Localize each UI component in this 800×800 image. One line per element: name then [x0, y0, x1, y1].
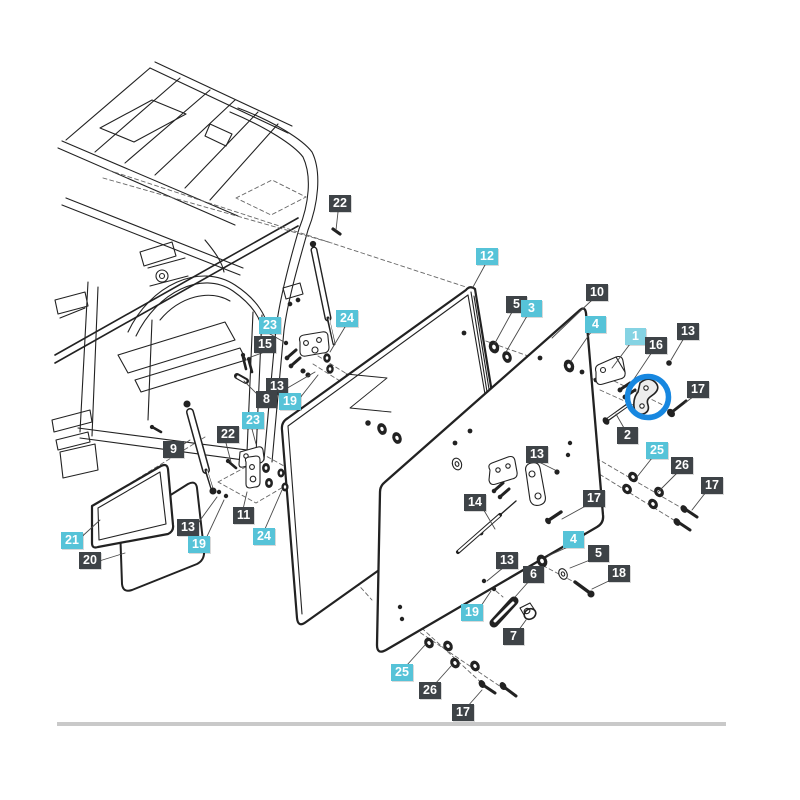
lower-hinge-cluster	[225, 446, 289, 492]
striker-cluster	[594, 355, 688, 425]
part-label-4[interactable]: 4	[563, 531, 584, 548]
part-label-13[interactable]: 13	[177, 519, 199, 536]
footer-rule	[57, 722, 726, 726]
part-label-25[interactable]: 25	[646, 442, 668, 459]
part-label-19[interactable]: 19	[461, 604, 483, 621]
part-label-13[interactable]: 13	[496, 552, 518, 569]
part-label-14[interactable]: 14	[464, 494, 486, 511]
grommet-cluster-top	[365, 340, 575, 471]
part-label-3[interactable]: 3	[521, 300, 542, 317]
part-label-22[interactable]: 22	[329, 195, 351, 212]
cab-frame-sketch	[51, 61, 319, 479]
part-label-2[interactable]: 2	[617, 427, 638, 444]
gas-strut-9	[149, 400, 217, 495]
part-label-21[interactable]: 21	[61, 532, 83, 549]
upper-hinge-cluster	[234, 331, 334, 384]
part-label-18[interactable]: 18	[608, 565, 630, 582]
handle-cluster	[489, 554, 595, 628]
part-label-11[interactable]: 11	[233, 507, 255, 524]
glass-holes	[216, 330, 672, 622]
bottom-washer-cluster	[424, 637, 518, 698]
part-label-17[interactable]: 17	[701, 477, 723, 494]
part-label-25[interactable]: 25	[391, 664, 413, 681]
part-label-4[interactable]: 4	[585, 316, 606, 333]
latch-plate-cluster	[456, 455, 563, 554]
part-label-22[interactable]: 22	[217, 426, 239, 443]
part-label-5[interactable]: 5	[588, 545, 609, 562]
part-label-17[interactable]: 17	[452, 704, 474, 721]
part-label-16[interactable]: 16	[645, 337, 667, 354]
part-label-17[interactable]: 17	[687, 381, 709, 398]
part-label-15[interactable]: 15	[254, 336, 276, 353]
part-label-6[interactable]: 6	[523, 566, 544, 583]
part-label-8[interactable]: 8	[256, 391, 277, 408]
part-label-23[interactable]: 23	[242, 412, 264, 429]
part-label-17[interactable]: 17	[583, 490, 605, 507]
upper-gas-strut	[309, 227, 342, 346]
part-label-19[interactable]: 19	[188, 536, 210, 553]
part-label-13[interactable]: 13	[677, 323, 699, 340]
part-label-20[interactable]: 20	[79, 552, 101, 569]
part-label-12[interactable]: 12	[476, 248, 498, 265]
part-label-10[interactable]: 10	[586, 284, 608, 301]
part-label-24[interactable]: 24	[253, 528, 275, 545]
part-label-9[interactable]: 9	[163, 441, 184, 458]
part-label-13[interactable]: 13	[266, 378, 288, 395]
part-label-7[interactable]: 7	[503, 628, 524, 645]
highlight-circle	[624, 373, 672, 421]
part-label-19[interactable]: 19	[279, 393, 301, 410]
part-label-13[interactable]: 13	[526, 446, 548, 463]
part-label-26[interactable]: 26	[419, 682, 441, 699]
right-washer-cluster	[622, 471, 699, 532]
part-label-1[interactable]: 1	[625, 328, 646, 345]
small-window-20-21	[90, 463, 206, 592]
part-label-26[interactable]: 26	[671, 457, 693, 474]
part-label-23[interactable]: 23	[259, 317, 281, 334]
part-label-24[interactable]: 24	[336, 310, 358, 327]
